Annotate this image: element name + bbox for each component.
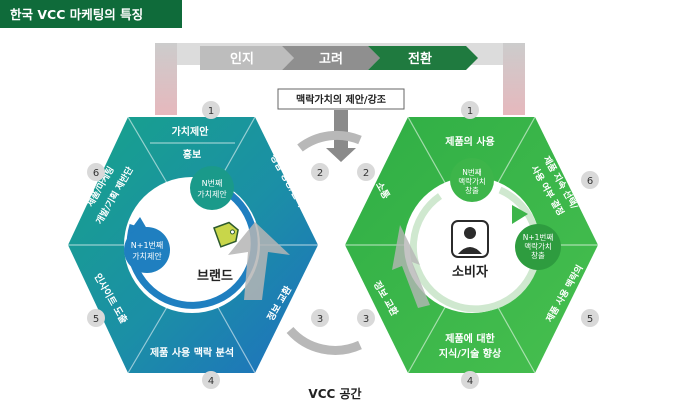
brand-grey-arrow <box>228 222 290 300</box>
flow-arrow-consideration <box>282 46 380 70</box>
frame-right-bar <box>503 43 525 115</box>
consumer-n1-line1: N+1번째 <box>523 233 554 242</box>
tag-icon <box>213 221 239 248</box>
consumer-n1-circle <box>515 224 561 270</box>
consumer-num-2: 2 <box>363 168 369 179</box>
title-bar <box>0 0 182 28</box>
consumer-seg4a-label: 제품에 대한 <box>445 332 495 345</box>
consumer-n1-line3: 창출 <box>531 250 545 260</box>
brand-nth-line2: 가치제안 <box>197 189 227 199</box>
flow-stage-1: 인지 <box>230 51 254 67</box>
flow-stage-3: 전환 <box>408 51 432 67</box>
consumer-num-1: 1 <box>467 106 473 117</box>
brand-inner-circle <box>124 177 260 313</box>
consumer-n1-line2: 맥락가치 <box>524 241 552 251</box>
footer-label: VCC 공간 <box>308 386 361 401</box>
brand-seg4-label: 제품 사용 맥락 분석 <box>150 346 234 359</box>
consumer-name: 소비자 <box>452 265 488 280</box>
flow-stage-2: 고려 <box>319 51 343 67</box>
brand-name: 브랜드 <box>197 268 233 284</box>
consumer-num-3: 3 <box>363 314 369 325</box>
consumer-seg4b-label: 지식/기술 향상 <box>439 347 502 360</box>
brand-nth-circle <box>190 166 234 210</box>
brand-num-5: 5 <box>93 314 99 325</box>
consumer-nth-line3: 창출 <box>465 185 479 195</box>
proposal-box <box>277 88 405 110</box>
flow-arrow-awareness <box>200 46 294 70</box>
page-title: 한국 VCC 마케팅의 특징 <box>10 7 143 22</box>
brand-nth-line1: N번째 <box>202 179 223 188</box>
consumer-nth-line2: 맥락가치 <box>458 176 486 186</box>
brand-num-2: 2 <box>317 168 323 179</box>
consumer-num-4: 4 <box>467 376 473 387</box>
proposal-label: 맥락가치의 제안/강조 <box>296 93 386 106</box>
consumer-ring-arrowhead <box>512 205 528 224</box>
flow-arrow-conversion <box>368 46 478 70</box>
consumer-num-5: 5 <box>587 314 593 325</box>
brand-n1-line2: 가치제안 <box>132 251 162 261</box>
brand-seg1-label: 가치제안 <box>172 125 210 138</box>
brand-number-badges: 1 2 3 4 5 6 <box>87 101 329 389</box>
brand-num-6: 6 <box>93 168 99 179</box>
brand-num-4: 4 <box>208 376 214 387</box>
brand-num-3: 3 <box>317 314 323 325</box>
brand-seg1b-label: 홍보 <box>183 148 201 161</box>
consumer-nth-line1: N번째 <box>462 168 482 177</box>
brand-n1-circle <box>124 227 170 273</box>
consumer-number-badges: 1 2 3 4 5 6 <box>357 101 599 389</box>
brand-n1-line1: N+1번째 <box>131 241 164 250</box>
cycle-arrow-bottom <box>286 326 362 355</box>
cycle-arrow-top <box>297 130 362 152</box>
brand-num-1: 1 <box>208 106 214 117</box>
person-icon <box>451 220 489 258</box>
consumer-grey-arrow <box>392 225 430 308</box>
consumer-nth-circle <box>450 158 494 202</box>
consumer-num-6: 6 <box>587 176 593 187</box>
consumer-seg1-label: 제품의 사용 <box>445 135 494 148</box>
frame-left-bar <box>155 43 177 115</box>
